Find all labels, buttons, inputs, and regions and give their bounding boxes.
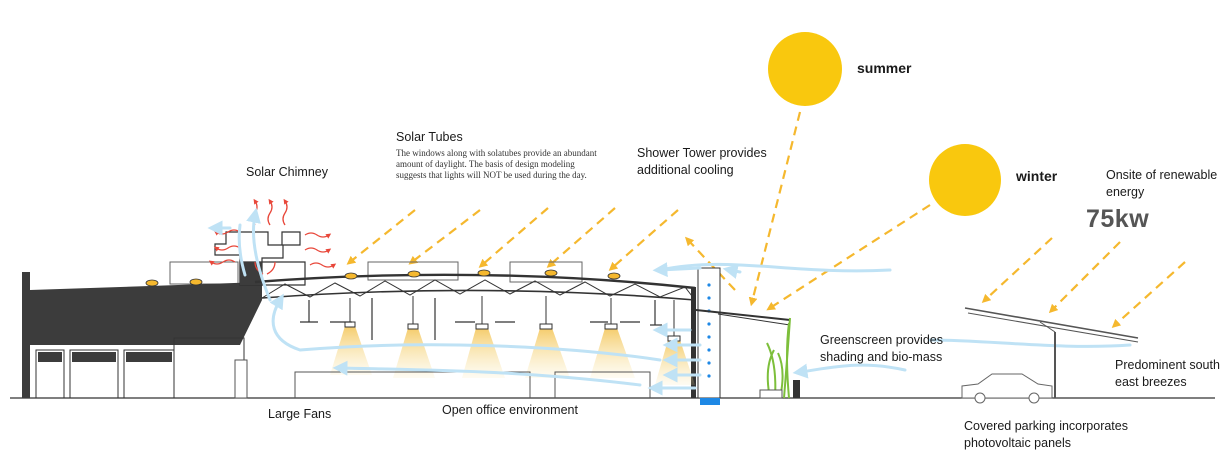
renewable-label-line-1: Onsite of renewable: [1106, 168, 1218, 182]
left-building-glass: [38, 352, 172, 362]
car-wheels: [974, 392, 1040, 404]
greenscreen-label-line-2: shading and bio-mass: [820, 350, 943, 364]
solar-tubes-text-line-3: suggests that lights will NOT be used du…: [396, 170, 587, 180]
solar-tubes-title: Solar Tubes: [396, 130, 463, 144]
roof-truss: [254, 273, 696, 301]
water-droplets: [707, 283, 711, 378]
roof-monitors: [169, 261, 583, 285]
ceiling-fans: [300, 298, 662, 340]
large-fans-label: Large Fans: [268, 407, 332, 421]
pv-carport: [964, 307, 1139, 398]
roof-dark-mass: [22, 272, 262, 398]
solar-tubes-text-line-1: The windows along with solatubes provide…: [396, 148, 597, 158]
tower-canopy: [695, 309, 791, 326]
summer-sun-icon: [768, 32, 842, 106]
solar-tubes-text-line-2: amount of daylight. The basis of design …: [396, 159, 575, 169]
parking-label-line-1: Covered parking incorporates: [964, 419, 1128, 433]
renewable-capacity-value: 75kw: [1086, 205, 1150, 233]
breezes-label-line-1: Predominent south: [1115, 358, 1220, 372]
renewable-label-line-2: energy: [1106, 185, 1145, 199]
parking-label-line-2: photovoltaic panels: [964, 436, 1072, 450]
summer-label: summer: [857, 60, 912, 76]
planter: [759, 389, 783, 399]
car-icon: [961, 373, 1053, 399]
shower-tower-label-line-1: Shower Tower provides: [637, 146, 767, 160]
air-flow-arrows: [207, 207, 1132, 396]
sun-rays: [346, 111, 1186, 328]
breezes-label-line-2: east breezes: [1115, 375, 1187, 389]
bollard: [793, 380, 800, 398]
winter-sun-icon: [929, 144, 1001, 216]
open-office-label: Open office environment: [442, 403, 578, 417]
tower-column: [691, 287, 696, 398]
light-fixtures: [344, 296, 681, 342]
water-basin: [700, 398, 720, 405]
left-wall: [22, 272, 30, 398]
solatube-domes: [145, 269, 621, 287]
winter-label: winter: [1016, 168, 1058, 184]
solar-chimney-label: Solar Chimney: [246, 165, 328, 179]
greenscreen-plants: [766, 317, 791, 399]
shower-tower-label-line-2: additional cooling: [637, 163, 734, 177]
greenscreen-label-line-1: Greenscreen provides: [820, 333, 943, 347]
daylight-cones: [330, 326, 695, 385]
left-building-walls: [35, 337, 245, 399]
shower-tower: [697, 267, 721, 399]
